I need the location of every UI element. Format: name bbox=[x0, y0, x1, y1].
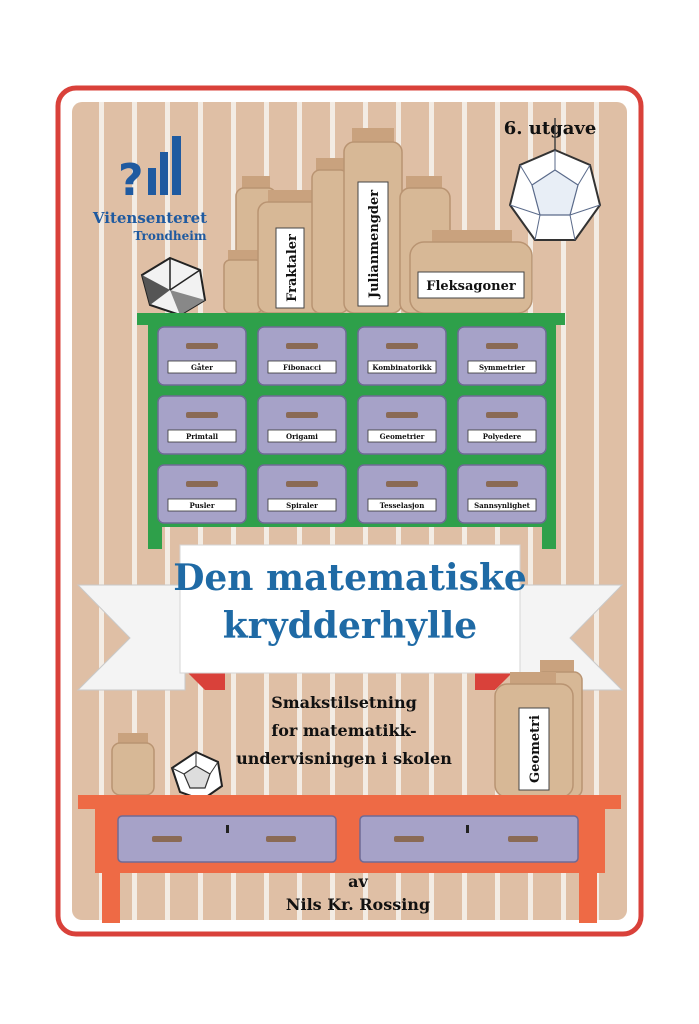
jars-top: Fraktaler Julianmengder Fleksagoner bbox=[223, 128, 533, 314]
dodecahedron-icon bbox=[508, 118, 602, 241]
drawer: Geometrier bbox=[357, 395, 447, 455]
polyhedron-icon bbox=[140, 256, 207, 317]
drawer-label: Geometrier bbox=[380, 432, 425, 441]
drawer-handle bbox=[386, 481, 418, 487]
drawer-label: Kombinatorikk bbox=[372, 363, 431, 372]
jar-label-fraktaler: Fraktaler bbox=[285, 234, 300, 302]
author-by: av bbox=[348, 872, 368, 891]
drawer: Primtall bbox=[157, 395, 247, 455]
logo-question-icon: ? bbox=[118, 155, 144, 206]
author-name: Nils Kr. Rossing bbox=[286, 895, 430, 914]
drawer-label: Spiraler bbox=[286, 501, 318, 510]
drawer: Polyedere bbox=[457, 395, 547, 455]
drawer-handle bbox=[486, 412, 518, 418]
drawer-handle bbox=[286, 481, 318, 487]
jar-label-julianmengder: Julianmengder bbox=[367, 190, 382, 299]
drawer-label: Fibonacci bbox=[283, 363, 321, 372]
drawer-handle bbox=[186, 343, 218, 349]
subtitle-line1: Smakstilsetning bbox=[271, 693, 417, 712]
drawer: Origami bbox=[257, 395, 347, 455]
drawer-label: Sannsynlighet bbox=[474, 501, 531, 510]
publisher-logo: ? Vitensenteret Trondheim bbox=[92, 136, 207, 243]
drawer-label: Gåter bbox=[191, 363, 213, 372]
book-title-line1: Den matematiske bbox=[173, 557, 527, 599]
table bbox=[78, 795, 621, 923]
jar-label-geometri: Geometri bbox=[528, 715, 543, 783]
drawer-handle bbox=[286, 343, 318, 349]
drawer: Tesselasjon bbox=[357, 464, 447, 524]
drawer-label: Symmetrier bbox=[479, 363, 525, 372]
logo-city: Trondheim bbox=[133, 229, 206, 243]
subtitle-line2: for matematikk- bbox=[271, 721, 416, 740]
drawer: Sannsynlighet bbox=[457, 464, 547, 524]
drawer-label: Origami bbox=[286, 432, 318, 441]
drawer: Symmetrier bbox=[457, 326, 547, 386]
subtitle-line3: undervisningen i skolen bbox=[236, 749, 452, 768]
spice-cabinet: Gåter Fibonacci Kombinatorikk SymmetrierPri… bbox=[137, 313, 565, 549]
drawer-handle bbox=[186, 481, 218, 487]
edition-label: 6. utgave bbox=[504, 118, 597, 139]
drawer: Gåter bbox=[157, 326, 247, 386]
drawer-label: Polyedere bbox=[483, 432, 522, 441]
drawer-grid: Gåter Fibonacci Kombinatorikk SymmetrierPri… bbox=[157, 326, 547, 524]
drawer-handle bbox=[386, 343, 418, 349]
drawer-handle bbox=[486, 343, 518, 349]
jar-label-fleksagoner: Fleksagoner bbox=[426, 279, 516, 294]
drawer-label: Pusler bbox=[189, 501, 214, 510]
book-title-line2: krydderhylle bbox=[223, 605, 477, 647]
drawer-handle bbox=[386, 412, 418, 418]
drawer-handle bbox=[486, 481, 518, 487]
drawer: Fibonacci bbox=[257, 326, 347, 386]
drawer-handle bbox=[286, 412, 318, 418]
drawer: Pusler bbox=[157, 464, 247, 524]
drawer: Spiraler bbox=[257, 464, 347, 524]
drawer-label: Tesselasjon bbox=[380, 501, 425, 510]
drawer: Kombinatorikk bbox=[357, 326, 447, 386]
drawer-label: Primtall bbox=[186, 432, 218, 441]
jar-small-left bbox=[111, 733, 155, 796]
logo-name: Vitensenteret bbox=[92, 209, 207, 227]
drawer-handle bbox=[186, 412, 218, 418]
